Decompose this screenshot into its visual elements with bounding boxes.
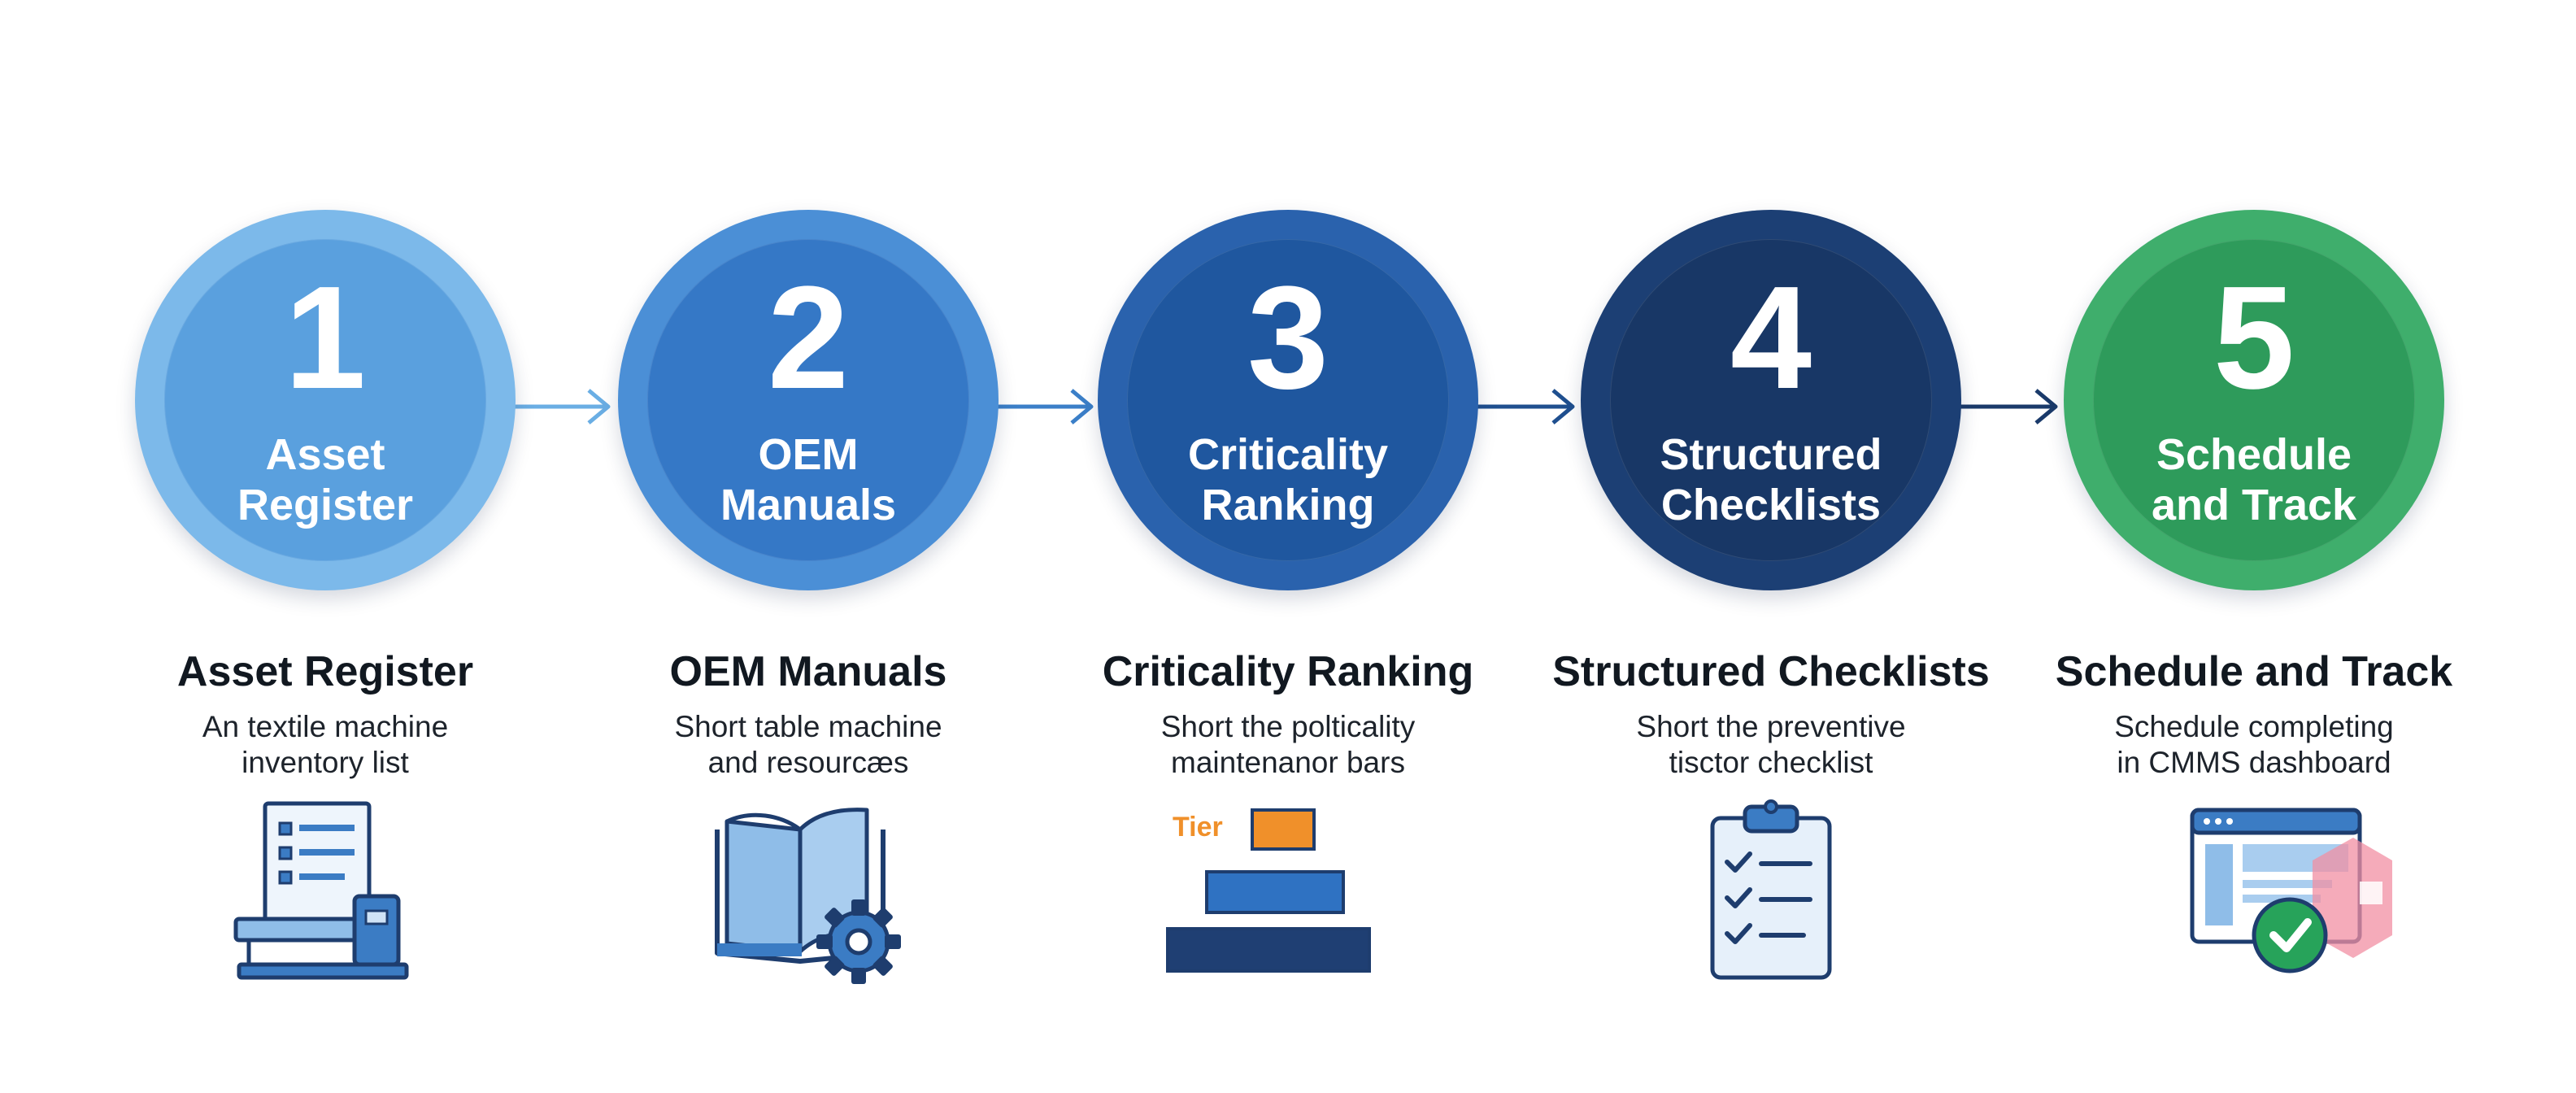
step-number: 1: [284, 256, 367, 420]
dashboard-check-icon: [2124, 797, 2392, 992]
step-schedule-and-track: 5 Schedule and Track Schedule and Track …: [2010, 0, 2498, 1093]
step-circle: 5 Schedule and Track: [2064, 210, 2444, 590]
step-description: Short the preventive tisctor checklist: [1636, 710, 1906, 779]
step-number: 5: [2213, 256, 2295, 420]
tier-label: Tier: [1173, 812, 1223, 843]
step-description: An textile machine inventory list: [202, 710, 449, 779]
step-circle-label: Asset Register: [237, 430, 414, 529]
step-description: Short the polticality maintenanor bars: [1160, 710, 1416, 779]
arrow-step2-to-step3: [994, 381, 1096, 433]
step-asset-register: 1 Asset Register Asset Register An texti…: [81, 0, 569, 1093]
inventory-list-icon: [195, 797, 455, 992]
step-criticality-ranking: 3 Criticality Ranking Criticality Rankin…: [1044, 0, 1532, 1093]
step-circle-label: Structured Checklists: [1660, 430, 1882, 529]
manual-gear-icon: [678, 797, 938, 992]
step-circle-label: OEM Manuals: [720, 430, 897, 529]
tier-bars-icon: Tier: [1158, 797, 1418, 992]
step-description: Short table machine and resourcæs: [674, 710, 942, 779]
arrow-step1-to-step2: [511, 381, 613, 433]
step-circle: 2 OEM Manuals: [618, 210, 999, 590]
step-title: OEM Manuals: [669, 648, 947, 695]
step-circle: 1 Asset Register: [135, 210, 516, 590]
step-title: Schedule and Track: [2055, 648, 2453, 695]
clipboard-checklist-icon: [1641, 797, 1901, 992]
step-number: 2: [767, 256, 850, 420]
step-circle-label: Criticality Ranking: [1187, 430, 1389, 529]
step-description: Schedule completing in CMMS dashboard: [2114, 710, 2394, 779]
step-number: 4: [1730, 256, 1812, 420]
arrow-step4-to-step5: [1958, 381, 2060, 433]
step-title: Criticality Ranking: [1102, 648, 1474, 695]
step-circle: 4 Structured Checklists: [1581, 210, 1961, 590]
step-title: Structured Checklists: [1552, 648, 1990, 695]
step-circle: 3 Criticality Ranking: [1098, 210, 1478, 590]
step-circle-label: Schedule and Track: [2151, 430, 2357, 529]
step-title: Asset Register: [176, 648, 474, 695]
arrow-step3-to-step4: [1475, 381, 1577, 433]
step-structured-checklists: 4 Structured Checklists Structured Check…: [1527, 0, 2015, 1093]
step-number: 3: [1247, 256, 1329, 420]
step-oem-manuals: 2 OEM Manuals OEM Manuals Short table ma…: [564, 0, 1052, 1093]
